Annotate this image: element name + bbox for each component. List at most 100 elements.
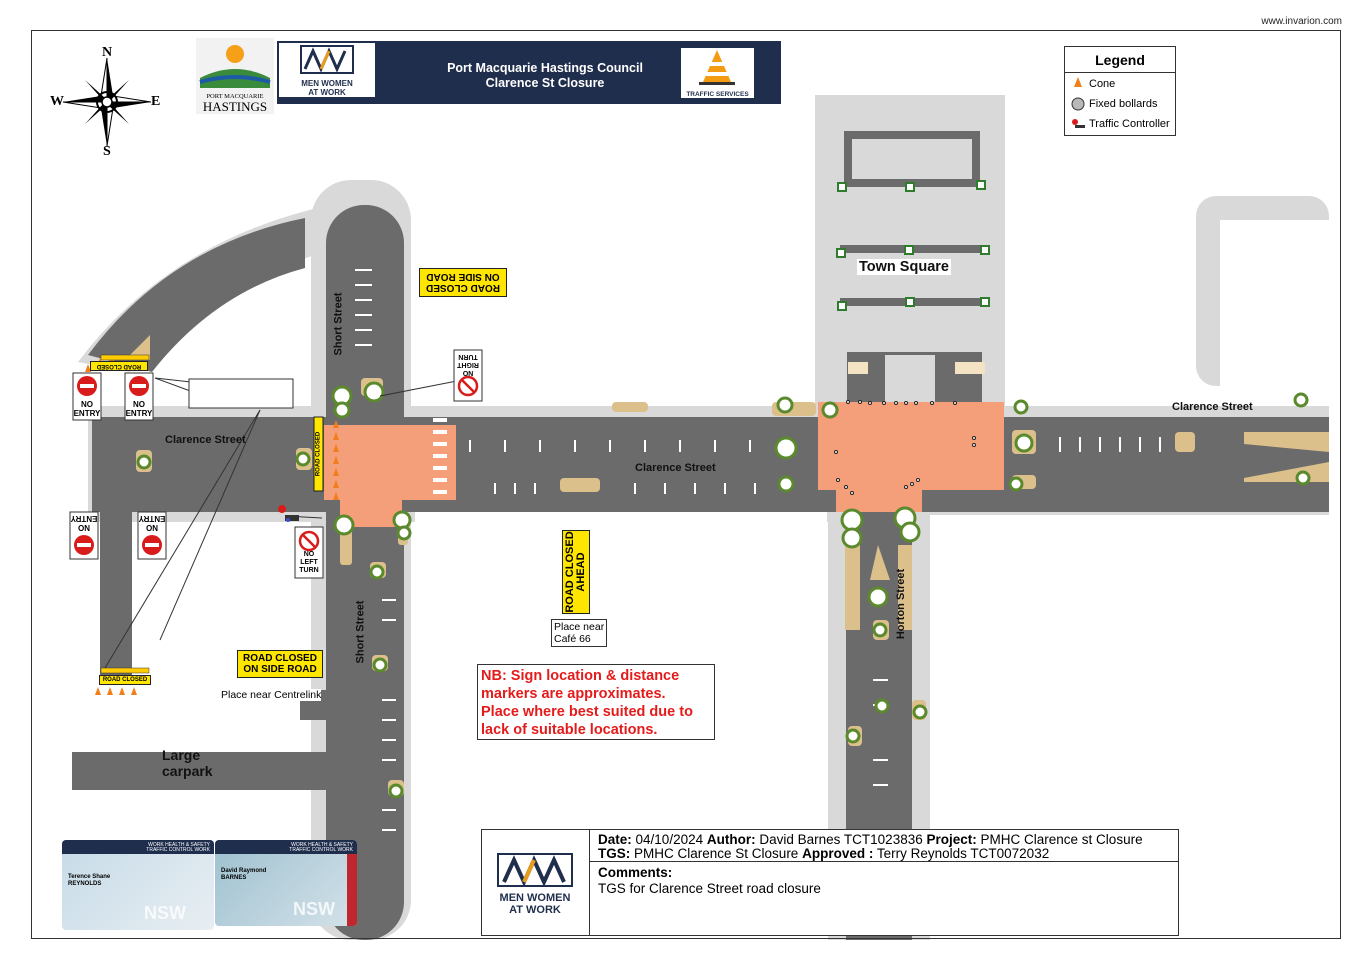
id-card-1-name2: REYNOLDS [68,881,102,887]
road-closed-barrier-west: ROAD CLOSED [313,416,324,492]
project-label: Project: [926,832,977,847]
street-label-clarence-mid: Clarence Street [635,462,716,474]
road-closed-barrier-north: ROAD CLOSED [90,361,148,371]
author-label: Author: [706,832,756,847]
credit-text: www.invarion.com [1261,16,1342,27]
no-left-turn-label: NO LEFT TURN [295,551,323,575]
road-closed-side-road-sign-bottom: ROAD CLOSED ON SIDE ROAD [237,650,323,678]
road-closed-barrier-south: ROAD CLOSED [99,675,151,685]
id-card-2: WORK HEALTH & SAFETY TRAFFIC CONTROL WOR… [215,840,357,926]
no-turn-signs [294,349,483,579]
council-name: Port Macquarie Hastings Council [447,61,643,75]
cafe-note-line1: Place near [554,621,605,633]
project-name: Clarence St Closure [485,76,605,90]
large-carpark-line2: carpark [162,763,213,779]
pmh-logo-graphic [199,45,271,88]
mw-footer-line1: MEN WOMEN [499,892,571,904]
road-closed-ahead-sign: ROAD CLOSED AHEAD [562,530,590,614]
traffic-cone-icon [699,50,735,85]
no-entry-1-line2: ENTRY [73,409,101,418]
mw-logo-line1: MEN WOMEN [301,79,353,88]
no-right-turn-line3: TURN [458,353,478,360]
large-carpark-label: Large carpark [162,747,213,779]
legend-title: Legend [1065,47,1175,73]
cafe-note-line2: Café 66 [554,633,591,645]
parking-marks [355,269,1161,831]
tgs-value: PMHC Clarence St Closure [634,846,799,861]
pedestrian-crossing [433,418,447,494]
street-label-short-south: Short Street [354,600,367,664]
trees [136,381,1311,799]
nb-note: NB: Sign location & distance markers are… [477,664,715,740]
bollard-icon [1071,97,1085,111]
id-card-1-name: Terence Shane REYNOLDS [62,854,214,888]
id-card-1: WORK HEALTH & SAFETY TRAFFIC CONTROL WOR… [62,840,214,930]
street-label-clarence-west: Clarence Street [165,434,246,446]
pmh-logo-line1: PORT MACQUARIE [206,93,264,100]
no-right-turn-label: NO RIGHT TURN [454,352,482,376]
pmh-logo-line2: HASTINGS [202,99,268,114]
town-square-bollards [836,180,990,311]
cones [85,354,339,695]
no-entry-2-line2: ENTRY [125,409,153,418]
info-row-1: Date: 04/10/2024 Author: David Barnes TC… [598,833,1143,847]
date-label: Date: [598,832,632,847]
id-card-2-header1: WORK HEALTH & SAFETY [291,842,353,848]
id-card-1-header2: TRAFFIC CONTROL WORK [146,847,210,853]
nb-note-line3: Place where best suited due to [481,704,693,720]
title-block-divider-v [589,830,590,935]
id-card-2-name2: BARNES [221,875,247,881]
compass-w: W [50,94,64,109]
project-value: PMHC Clarence st Closure [980,832,1143,847]
sign-bottom-line1: ROAD CLOSED [243,653,317,664]
road-closed-side-road-sign-top: ROAD CLOSED ON SIDE ROAD [419,268,507,297]
street-label-clarence-east: Clarence Street [1172,401,1253,413]
mw-logo-graphic [300,45,354,74]
reference-box [188,378,294,409]
no-left-turn-line2: LEFT [300,559,318,566]
approved-label: Approved : [802,846,874,861]
place-near-cafe-note: Place near Café 66 [551,619,608,647]
mw-logo-footer: MEN WOMEN AT WORK [484,850,586,916]
date-value: 04/10/2024 [635,832,704,847]
no-entry-1-line1: NO [81,400,93,409]
no-right-turn-line2: RIGHT [457,361,479,368]
id-card-2-header2: TRAFFIC CONTROL WORK [289,847,353,853]
sign-bottom-line2: ON SIDE ROAD [243,664,317,675]
no-left-turn-line1: NO [303,551,315,558]
legend-cone-label: Cone [1089,78,1116,90]
mw-logo-header: MEN WOMEN AT WORK [279,43,375,97]
tgs-label: TGS: [598,846,631,861]
traffic-services-logo: TRAFFIC SERVICES [681,48,754,98]
no-entry-2-line1: NO [133,400,145,409]
sign-top-line2: ON SIDE ROAD [426,271,500,282]
legend-icons [1071,77,1085,128]
approved-value: Terry Reynolds TCT0072032 [876,846,1050,861]
legend-controller-label: Traffic Controller [1089,118,1170,130]
id-card-1-header: WORK HEALTH & SAFETY TRAFFIC CONTROL WOR… [62,840,214,854]
comments-label: Comments: [598,865,673,880]
no-entry-signs [69,372,167,560]
traffic-services-text: TRAFFIC SERVICES [686,91,749,98]
place-near-centrelink-note: Place near Centrelink [221,689,322,701]
legend: Legend Cone Fixed bollards Traffic Contr… [1064,46,1176,136]
no-left-turn-line3: TURN [299,567,319,574]
pointer-lines [104,377,463,669]
large-carpark-line1: Large [162,747,201,763]
compass-e: E [151,94,161,109]
no-entry-3-line1: NO [78,523,90,532]
author-value: David Barnes TCT1023836 [759,832,923,847]
traffic-controller-icon [278,505,299,522]
compass-rose [62,57,152,147]
header-title: Port Macquarie Hastings Council Clarence… [380,61,710,91]
sign-top-line1: ROAD CLOSED [426,282,500,293]
compass-n: N [102,45,113,60]
title-block-divider-h [589,861,1178,862]
no-entry-3-line2: ENTRY [70,514,98,523]
nb-note-line4: lack of suitable locations. [481,722,658,738]
id-card-2-stripe [347,854,357,926]
